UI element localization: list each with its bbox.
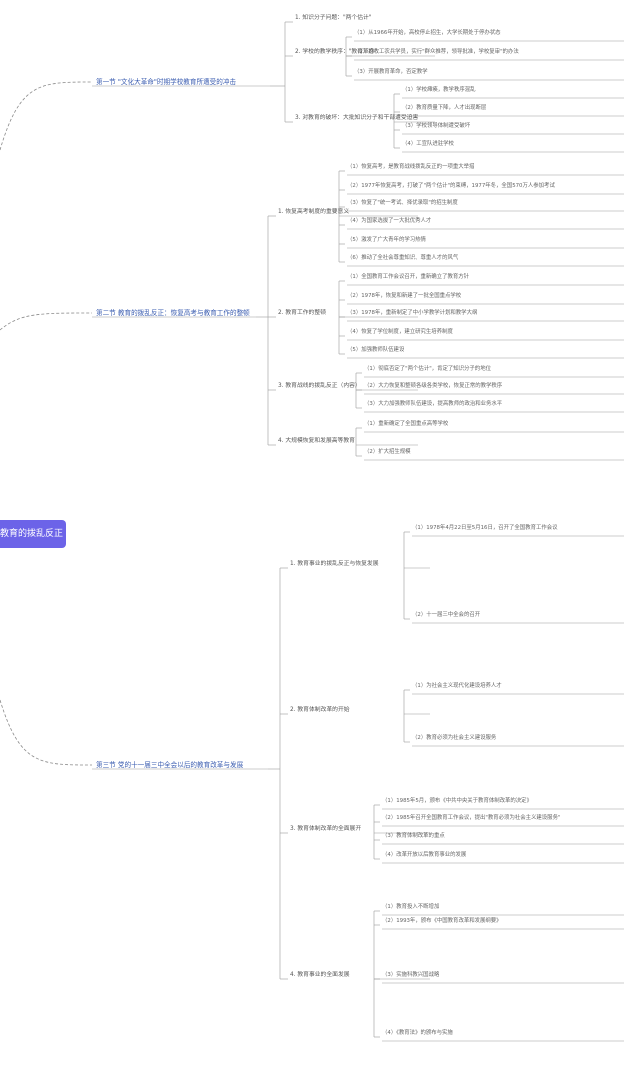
leaf-node-2-1-2[interactable]: （2）1977年恢复高考，打破了"两个估计"的束缚，1977年冬，全国570万人… xyxy=(347,183,555,189)
leaf-node-2-1-6[interactable]: （6）推动了全社会尊重知识、尊重人才的风气 xyxy=(347,255,459,261)
sub-node-3-1[interactable]: 1. 教育事业的拨乱反正与恢复发展 xyxy=(290,561,379,567)
sub-node-2-2[interactable]: 2. 教育工作的整顿 xyxy=(278,310,326,316)
leaf-node-3-3-2[interactable]: （2）1985年召开全国教育工作会议，提出"教育必须为社会主义建设服务" xyxy=(382,815,561,821)
leaf-node-1-3-3[interactable]: （3）学校领导体制遭受破坏 xyxy=(402,123,471,129)
leaf-node-3-1-1[interactable]: （1）1978年4月22日至5月16日，召开了全国教育工作会议 xyxy=(412,525,558,531)
branch-curve xyxy=(0,81,93,151)
leaf-node-3-3-1[interactable]: （1）1985年5月，颁布《中共中央关于教育体制改革的决定》 xyxy=(382,798,532,804)
sub-node-3-3[interactable]: 3. 教育体制改革的全面展开 xyxy=(290,826,362,832)
leaf-node-2-2-1[interactable]: （1）全国教育工作会议召开，重新确立了教育方针 xyxy=(347,274,470,280)
leaf-node-2-2-4[interactable]: （4）恢复了学位制度，建立研究生培养制度 xyxy=(347,329,453,335)
sub-node-2-4[interactable]: 4. 大规模恢复和发展高等教育 xyxy=(278,438,355,444)
leaf-node-1-2-3[interactable]: （3）开展教育革命，否定教学 xyxy=(354,69,428,75)
leaf-node-2-1-4[interactable]: （4）为国家选拔了一大批优秀人才 xyxy=(347,218,432,224)
branch-node-1[interactable]: 第一节 "文化大革命"时期学校教育所遭受的冲击 xyxy=(96,78,237,86)
leaf-node-2-1-3[interactable]: （3）恢复了"统一考试、择优录取"的招生制度 xyxy=(347,200,458,206)
leaf-node-3-2-2[interactable]: （2）教育必须为社会主义建设服务 xyxy=(412,735,497,741)
leaf-node-2-3-3[interactable]: （3）大力加强教师队伍建设，提高教师的政治和业务水平 xyxy=(364,401,503,407)
leaf-node-2-3-1[interactable]: （1）彻底否定了"两个估计"，肯定了知识分子的地位 xyxy=(364,366,491,372)
leaf-node-1-3-2[interactable]: （2）教育质量下降，人才出现断层 xyxy=(402,105,487,111)
leaf-node-3-4-1[interactable]: （1）教育投入不断增加 xyxy=(382,904,440,910)
leaf-node-2-2-5[interactable]: （5）加强教师队伍建设 xyxy=(347,347,405,353)
leaf-node-2-2-3[interactable]: （3）1978年，重新制定了中小学教学计划和教学大纲 xyxy=(347,310,478,316)
root-node[interactable]: 教育的拨乱反正 xyxy=(0,520,66,548)
leaf-node-2-1-1[interactable]: （1）恢复高考，是教育战线拨乱反正的一项重大举措 xyxy=(347,164,475,170)
leaf-node-2-4-1[interactable]: （1）重新确定了全国重点高等学校 xyxy=(364,421,449,427)
leaf-node-2-3-2[interactable]: （2）大力恢复和整顿各级各类学校，恢复正常的教学秩序 xyxy=(364,383,503,389)
leaf-node-3-4-3[interactable]: （3）实施科教兴国战略 xyxy=(382,972,440,978)
leaf-node-2-1-5[interactable]: （5）激发了广大青年的学习热情 xyxy=(347,237,426,243)
sub-node-3-2[interactable]: 2. 教育体制改革的开始 xyxy=(290,707,350,713)
leaf-node-1-2-2[interactable]: （2）招收工农兵学员，实行"群众推荐，领导批准，学校复审"的办法 xyxy=(354,49,519,55)
leaf-node-3-1-2[interactable]: （2）十一届三中全会的召开 xyxy=(412,612,481,618)
branch-node-2[interactable]: 第二节 教育的拨乱反正：恢复高考与教育工作的整顿 xyxy=(96,309,250,317)
leaf-node-3-4-2[interactable]: （2）1993年，颁布《中国教育改革和发展纲要》 xyxy=(382,918,502,924)
leaf-node-2-4-2[interactable]: （2）扩大招生规模 xyxy=(364,449,411,455)
branch-curve xyxy=(0,312,93,331)
leaf-node-2-2-2[interactable]: （2）1978年，恢复和新建了一批全国重点学校 xyxy=(347,293,462,299)
sub-node-3-4[interactable]: 4. 教育事业的全面发展 xyxy=(290,972,350,978)
leaf-node-1-2-1[interactable]: （1）从1966年开始，高校停止招生，大学长期处于停办状态 xyxy=(354,30,501,36)
sub-node-1-1[interactable]: 1. 知识分子问题："两个估计" xyxy=(295,15,372,21)
leaf-node-1-3-4[interactable]: （4）工宣队进驻学校 xyxy=(402,141,454,147)
leaf-node-3-3-3[interactable]: （3）教育体制改革的重点 xyxy=(382,833,445,839)
leaf-node-3-3-4[interactable]: （4）改革开放以后教育事业的发展 xyxy=(382,852,467,858)
branch-node-3[interactable]: 第三节 党的十一届三中全会以后的教育改革与发展 xyxy=(96,761,244,769)
sub-node-2-3[interactable]: 3. 教育战线的拨乱反正（内容） xyxy=(278,383,361,389)
branch-curve xyxy=(0,699,93,766)
sub-node-1-3[interactable]: 3. 对教育的破坏：大批知识分子和干部遭受迫害 xyxy=(295,115,419,121)
leaf-node-1-3-1[interactable]: （1）学校瘫痪，教学秩序混乱 xyxy=(402,87,476,93)
sub-node-2-1[interactable]: 1. 恢复高考制度的重要意义 xyxy=(278,209,350,215)
leaf-node-3-2-1[interactable]: （1）为社会主义现代化建设培养人才 xyxy=(412,683,502,689)
leaf-node-3-4-4[interactable]: （4）《教育法》的颁布与实施 xyxy=(382,1030,453,1036)
sub-node-1-2[interactable]: 2. 学校的教学秩序："教育革命" xyxy=(295,49,378,55)
